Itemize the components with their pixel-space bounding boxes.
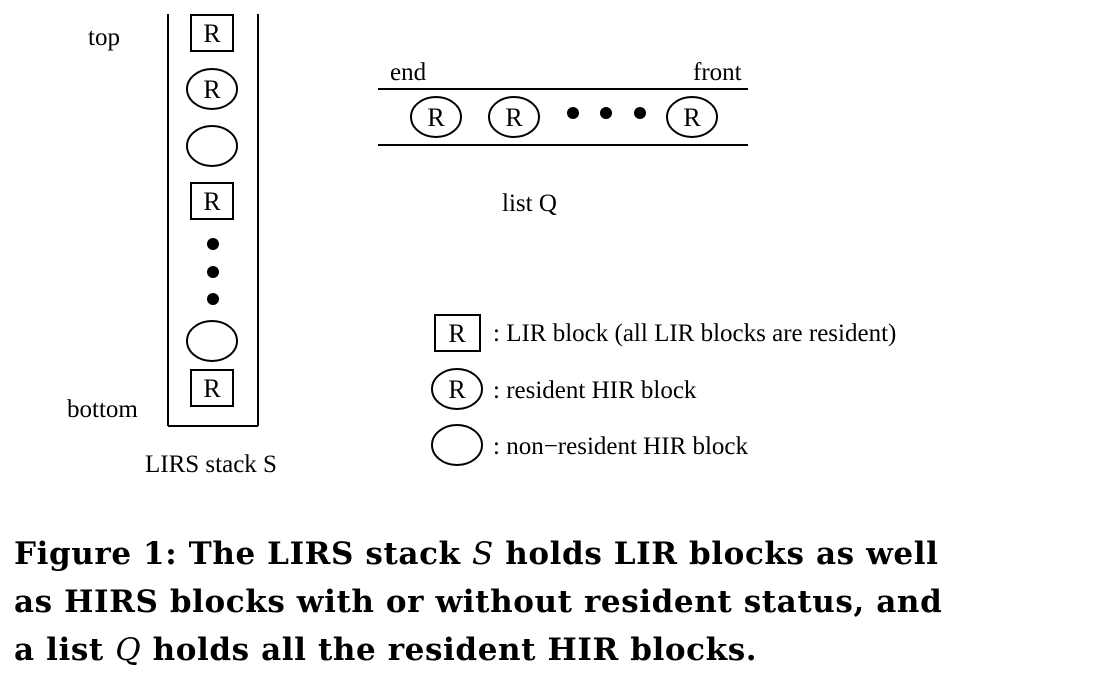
legend-lir-symbol [434, 314, 481, 352]
stack-block-letter: R [203, 374, 221, 403]
stack-block-letter: R [203, 19, 221, 48]
stack-nonresident-hir-block [186, 125, 238, 167]
list-q: end front R R R list Q [378, 59, 748, 217]
caption-text: a list [14, 632, 116, 668]
queue-ellipsis-dot [600, 107, 612, 119]
legend-resident-symbol [431, 368, 483, 410]
legend: R : LIR block (all LIR blocks are reside… [431, 314, 896, 466]
legend-nonresident-text: : non−resident HIR block [493, 433, 749, 460]
queue-resident-hir-block: R [488, 96, 540, 138]
caption-text: Figure 1: The LIRS stack [14, 536, 473, 572]
legend-lir-text: : LIR block (all LIR blocks are resident… [493, 320, 896, 347]
stack-ellipsis-dot [207, 266, 219, 278]
queue-block-letter: R [505, 103, 523, 132]
legend-lir-item: R : LIR block (all LIR blocks are reside… [434, 314, 896, 352]
stack-ellipsis-dot [207, 238, 219, 250]
stack-resident-hir-block: R [186, 68, 238, 110]
legend-resident-letter: R [448, 375, 466, 404]
stack-block-letter: R [203, 187, 221, 216]
queue-caption: list Q [502, 190, 557, 217]
figure-caption: Figure 1: The LIRS stack S holds LIR blo… [14, 530, 1110, 674]
stack-ellipsis-dot [207, 293, 219, 305]
caption-math-q: Q [115, 632, 142, 668]
queue-block-letter: R [683, 103, 701, 132]
figure-caption-line-3: a list Q holds all the resident HIR bloc… [14, 626, 1110, 674]
figure-caption-line-1: Figure 1: The LIRS stack S holds LIR blo… [14, 530, 1110, 578]
legend-lir-letter: R [448, 319, 466, 348]
figure-caption-line-2: as HIRS blocks with or without resident … [14, 584, 943, 620]
caption-text: holds LIR blocks as well [493, 536, 939, 572]
stack-lir-block: R [190, 369, 234, 407]
queue-ellipsis-dot [567, 107, 579, 119]
stack-top-label: top [88, 24, 120, 51]
legend-resident-hir-item: R : resident HIR block [431, 368, 697, 410]
stack-lir-block: R [190, 14, 234, 52]
lirs-stack: top bottom R R R [67, 14, 277, 478]
queue-resident-hir-block: R [666, 96, 718, 138]
legend-resident-text: : resident HIR block [493, 377, 697, 404]
stack-caption: LIRS stack S [145, 451, 277, 478]
stack-lir-block: R [190, 182, 234, 220]
legend-nonresident-symbol [431, 424, 483, 466]
stack-bottom-label: bottom [67, 396, 138, 423]
queue-resident-hir-block: R [410, 96, 462, 138]
queue-front-label: front [693, 59, 742, 86]
lirs-diagram: top bottom R R R [67, 14, 896, 478]
legend-nonresident-hir-item: : non−resident HIR block [431, 424, 749, 466]
queue-ellipsis-dot [634, 107, 646, 119]
stack-nonresident-hir-block [186, 320, 238, 362]
caption-math-s: S [472, 536, 494, 572]
caption-text: holds all the resident HIR blocks. [141, 632, 758, 668]
queue-block-letter: R [427, 103, 445, 132]
queue-end-label: end [390, 59, 427, 86]
stack-block-letter: R [203, 75, 221, 104]
